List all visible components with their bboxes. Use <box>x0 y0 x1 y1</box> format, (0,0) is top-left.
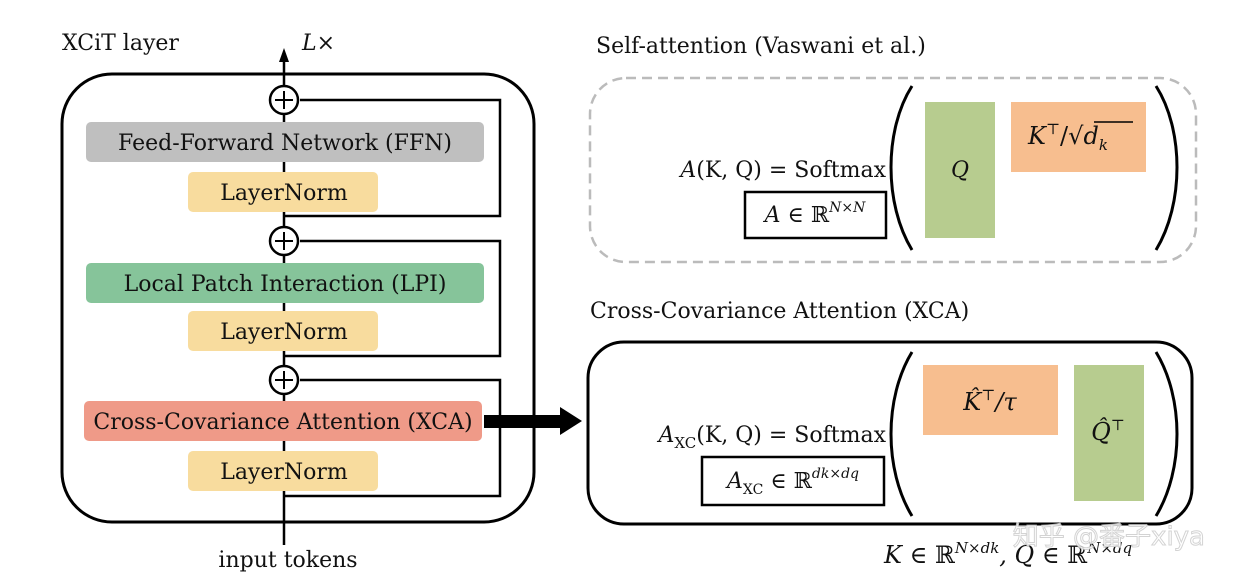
xcit-layer-title: XCiT layer <box>62 31 179 56</box>
lpi-label: Local Patch Interaction (LPI) <box>124 272 447 297</box>
sa-k-matrix <box>1011 102 1146 172</box>
xca-shape-sup: dk×dq <box>812 466 859 482</box>
xca-k-sup: ⊤ <box>981 386 995 404</box>
sa-shape-sup: N×N <box>828 200 866 216</box>
layernorm-top-block <box>188 172 378 212</box>
xca-container <box>586 340 1194 526</box>
sa-k-slash: /√ <box>1060 122 1084 150</box>
xca-left-paren <box>889 351 914 517</box>
sa-k-main: K <box>1027 122 1048 150</box>
lpi-block <box>86 263 484 303</box>
xca-label: Cross-Covariance Attention (XCA) <box>93 410 472 435</box>
sa-k-dsub: k <box>1099 136 1108 154</box>
kq-k: K <box>883 541 904 569</box>
sa-container <box>588 76 1198 264</box>
xca-q-hat: Q̂ <box>1091 418 1111 446</box>
sa-formula: A(K, Q) = Softmax <box>678 158 886 183</box>
input-tokens-label: input tokens <box>218 548 357 573</box>
xca-k-tau: /τ <box>993 388 1017 416</box>
xca-k-matrix <box>923 365 1058 435</box>
xca-k-label: K̂⊤/τ <box>962 386 1017 416</box>
sa-left-paren <box>889 85 914 251</box>
xca-shape-label: AXC ∈ ℝdk×dq <box>725 466 859 498</box>
xca-title: Cross-Covariance Attention (XCA) <box>590 299 969 324</box>
sa-formula-A: A <box>678 158 696 183</box>
xca-formula: AXC(K, Q) = Softmax <box>656 423 886 452</box>
residual-connection-lpi <box>284 239 502 358</box>
sa-k-label: K⊤/√dk <box>1027 120 1108 154</box>
xca-k-hat: K̂ <box>962 388 983 416</box>
xca-q-label: Q̂⊤ <box>1091 416 1125 446</box>
xca-formula-args: (K, Q) = Softmax <box>696 423 886 448</box>
layernorm-bot-block <box>188 451 378 491</box>
kq-in-2: ∈ ℝ <box>1034 541 1088 569</box>
ffn-block <box>86 122 484 162</box>
xca-q-sup: ⊤ <box>1111 416 1125 434</box>
xca-shape-in: ∈ ℝ <box>763 469 812 494</box>
sa-shape-box <box>743 190 888 240</box>
xca-shape-sub: XC <box>743 482 763 498</box>
xca-formula-A: A <box>656 423 674 448</box>
residual-connection-ffn <box>284 98 502 218</box>
kq-dimensions: K ∈ ℝN×dk, Q ∈ ℝN×dq <box>883 539 1132 569</box>
layernorm-mid-label: LayerNorm <box>220 320 348 345</box>
sa-title: Self-attention (Vaswani et al.) <box>596 34 926 59</box>
sa-k-d: d <box>1083 122 1098 150</box>
kq-q: , Q <box>999 541 1034 569</box>
sa-k-sup: ⊤ <box>1046 120 1060 138</box>
kq-in-1: ∈ ℝ <box>902 541 956 569</box>
sa-q-matrix <box>925 102 995 238</box>
layernorm-bot-label: LayerNorm <box>220 460 348 485</box>
layernorm-top-label: LayerNorm <box>220 181 348 206</box>
add-xca-icon <box>268 364 300 396</box>
residual-connection-xca <box>284 378 502 498</box>
sa-shape-in: ∈ ℝ <box>781 203 830 228</box>
watermark: 知乎 @番子xiya <box>1013 522 1205 552</box>
add-lpi-icon <box>268 225 300 257</box>
xca-detail-arrow-icon <box>484 407 582 435</box>
xca-right-paren <box>1154 351 1179 517</box>
xca-q-matrix <box>1074 365 1144 501</box>
xca-block <box>84 401 482 441</box>
ffn-label: Feed-Forward Network (FFN) <box>118 131 452 156</box>
sa-shape-label: A ∈ ℝN×N <box>763 200 866 228</box>
sa-formula-args: (K, Q) = Softmax <box>696 158 886 183</box>
repeat-label: L× <box>301 31 335 56</box>
xca-shape-A: A <box>725 469 743 494</box>
sa-right-paren <box>1154 85 1179 251</box>
xca-shape-box <box>700 455 886 507</box>
kq-q-sup: N×dq <box>1086 539 1132 557</box>
add-ffn-icon <box>268 84 300 116</box>
xca-formula-sub: XC <box>674 434 696 452</box>
kq-k-sup: N×dk <box>954 539 999 557</box>
xcit-layer-container <box>60 72 536 524</box>
output-arrow-icon <box>279 48 289 62</box>
layernorm-mid-block <box>188 311 378 351</box>
sa-q-label: Q <box>951 158 969 183</box>
sa-shape-A: A <box>763 203 781 228</box>
